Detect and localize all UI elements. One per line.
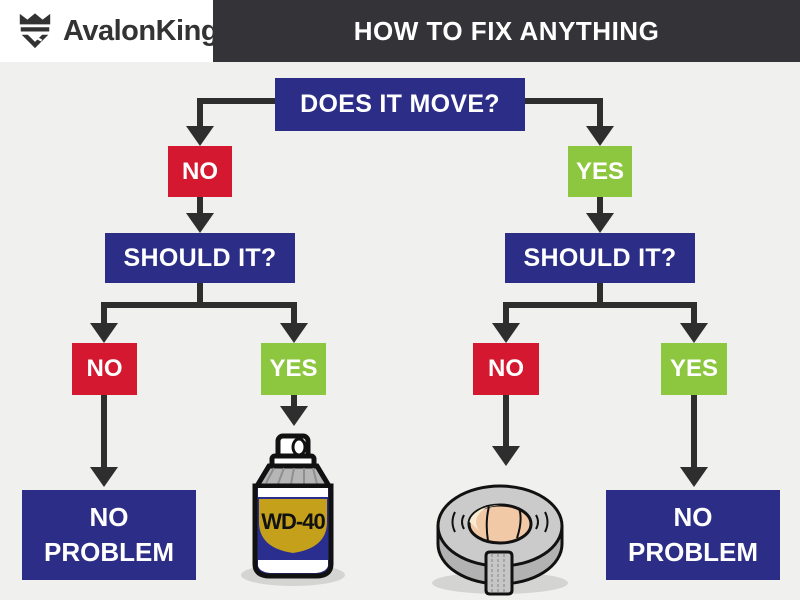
arrowhead-to-move-yes (586, 126, 614, 146)
arrowhead-to-wd40 (280, 406, 308, 426)
connector-should-left-stub (197, 283, 203, 305)
connector-should-right-bar (503, 302, 697, 308)
connector-yes-to-should-right (597, 197, 603, 214)
node-move-no: NO (168, 146, 232, 197)
connector-to-no-problem-right (691, 395, 697, 467)
arrowhead-to-right-yes (680, 323, 708, 343)
wd40-label-text: WD-40 (261, 509, 325, 534)
header-bar: HOW TO FIX ANYTHING (213, 0, 800, 62)
connector-root-right-h (525, 98, 603, 104)
node-label: NO PROBLEM (44, 501, 174, 567)
node-label: NO PROBLEM (628, 501, 758, 567)
node-label: YES (669, 355, 719, 382)
arrowhead-to-should-left (186, 213, 214, 233)
node-move-yes: YES (568, 146, 632, 197)
arrowhead-to-left-yes (280, 323, 308, 343)
node-label: YES (575, 157, 625, 185)
node-no-problem-left: NO PROBLEM (22, 490, 196, 580)
arrowhead-to-left-no (90, 323, 118, 343)
node-label: DOES IT MOVE? (300, 90, 500, 118)
node-label: SHOULD IT? (523, 243, 677, 272)
node-label: YES (269, 355, 318, 382)
node-does-it-move: DOES IT MOVE? (275, 78, 525, 131)
connector-should-right-yes-v (691, 302, 697, 324)
connector-should-left-yes-v (291, 302, 297, 324)
arrowhead-to-move-no (186, 126, 214, 146)
arrowhead-to-right-no (492, 323, 520, 343)
brand-logo-panel: AvalonKing (0, 0, 219, 62)
connector-no-to-should-left (197, 197, 203, 214)
connector-should-left-bar (101, 302, 297, 308)
brand-name: AvalonKing (63, 14, 219, 47)
arrowhead-to-should-right (586, 213, 614, 233)
arrowhead-to-duct-tape (492, 446, 520, 466)
connector-root-left-v (197, 98, 203, 128)
crown-icon (16, 11, 54, 51)
node-should-it-right: SHOULD IT? (505, 233, 695, 283)
connector-should-right-no-v (503, 302, 509, 324)
node-label: NO (86, 355, 123, 382)
node-should-right-no: NO (473, 343, 539, 395)
connector-to-wd40 (291, 395, 297, 408)
node-should-right-yes: YES (661, 343, 727, 395)
node-should-left-yes: YES (261, 343, 326, 395)
node-label: NO (182, 157, 218, 185)
arrowhead-to-no-problem-left (90, 467, 118, 487)
connector-should-left-no-v (101, 302, 107, 324)
arrowhead-to-no-problem-right (680, 467, 708, 487)
wd40-spray-can: WD-40 (236, 426, 350, 593)
node-should-it-left: SHOULD IT? (105, 233, 295, 283)
connector-root-right-v (597, 98, 603, 128)
connector-to-no-problem-left (101, 395, 107, 467)
tape-strip (484, 550, 514, 596)
duct-tape-roll (422, 464, 578, 600)
connector-root-left-h (197, 98, 275, 104)
connector-to-duct-tape (503, 395, 509, 447)
node-label: SHOULD IT? (123, 243, 277, 272)
connector-should-right-stub (597, 283, 603, 305)
node-no-problem-right: NO PROBLEM (606, 490, 780, 580)
page-title: HOW TO FIX ANYTHING (353, 15, 660, 46)
node-label: NO (488, 355, 524, 382)
wd40-label-shield (259, 499, 327, 553)
node-should-left-no: NO (72, 343, 137, 395)
